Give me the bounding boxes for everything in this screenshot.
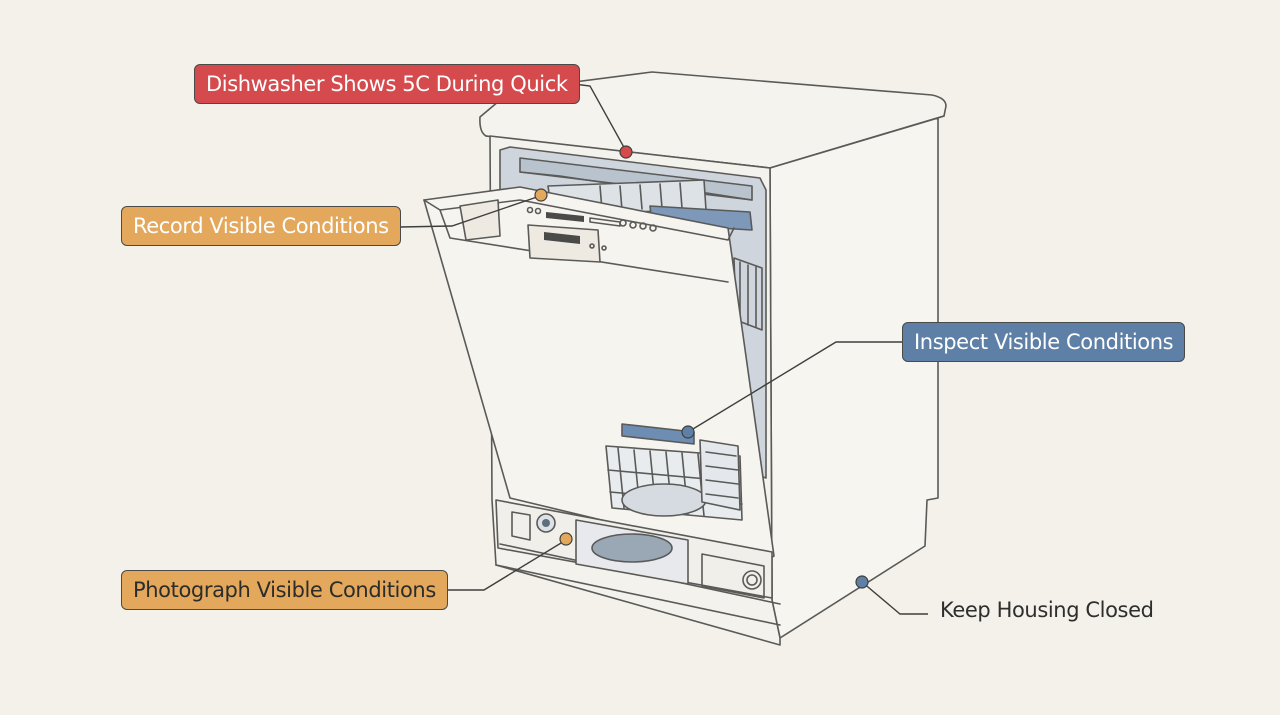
photograph-conditions-callout: Photograph Visible Conditions: [121, 570, 448, 610]
fault-code-callout: Dishwasher Shows 5C During Quick: [194, 64, 580, 104]
dishwasher-lower-rack: [605, 423, 743, 521]
inspect-leader-line: [687, 341, 902, 433]
inspect-conditions-callout: Inspect Visible Conditions: [902, 322, 1186, 362]
photograph-marker-dot: [559, 532, 573, 546]
record-leader-line: [399, 195, 541, 228]
housing-leader-line: [861, 581, 928, 615]
dishwasher-side-panel: [769, 117, 939, 639]
photograph-leader-line: [448, 539, 567, 591]
fault-marker-dot: [619, 145, 633, 159]
dishwasher-kick-plate: [495, 499, 781, 626]
record-conditions-callout: Record Visible Conditions: [121, 206, 401, 246]
keep-housing-closed-label: Keep Housing Closed: [940, 598, 1154, 622]
record-marker-dot: [534, 188, 548, 202]
inspect-marker-dot: [681, 425, 695, 439]
housing-marker-dot: [855, 575, 869, 589]
